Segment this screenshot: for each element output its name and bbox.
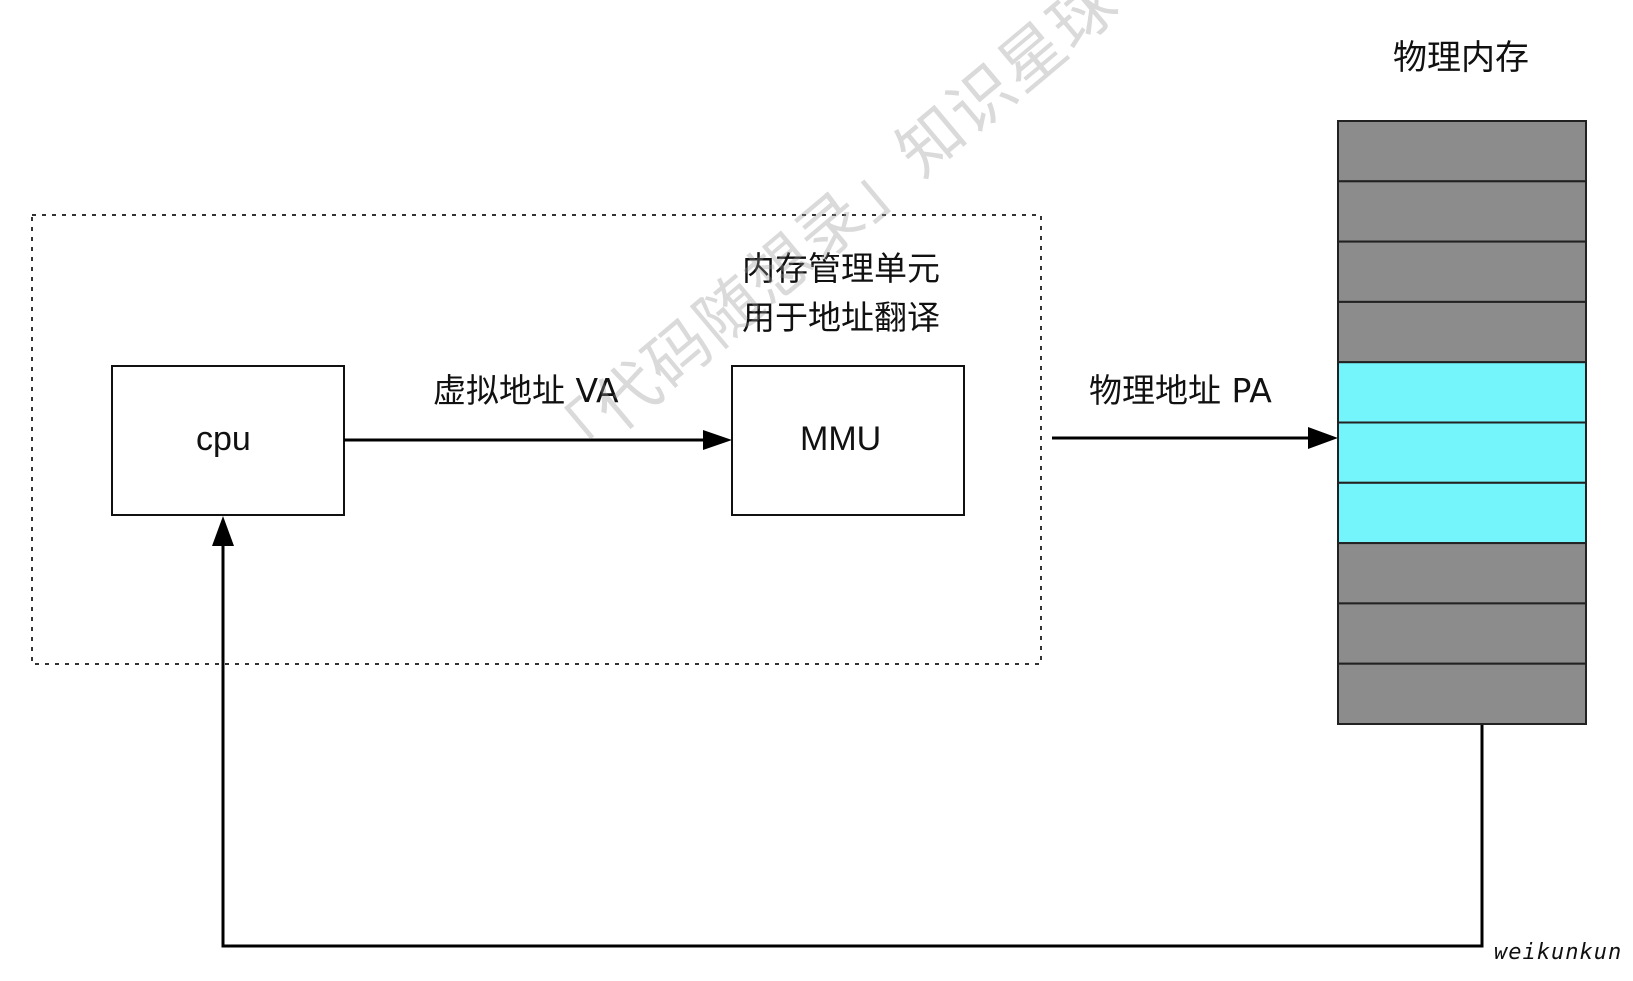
- mmu-label: MMU: [800, 420, 882, 458]
- va-arrow-head: [703, 430, 732, 450]
- memory-cell: [1337, 120, 1587, 183]
- memory-cell: [1337, 361, 1587, 424]
- memory-cell: [1337, 240, 1587, 303]
- mmu-description-line2: 用于地址翻译: [742, 298, 940, 337]
- return-arrow-head: [212, 516, 234, 546]
- mmu-box: [731, 365, 965, 516]
- memory-cell: [1337, 542, 1587, 605]
- pa-arrow-head: [1308, 427, 1338, 449]
- cpu-label: cpu: [196, 420, 251, 458]
- memory-cell: [1337, 180, 1587, 243]
- memory-cell: [1337, 481, 1587, 545]
- mmu-description-line1: 内存管理单元: [742, 249, 940, 288]
- memory-cell: [1337, 602, 1587, 665]
- memory-cell: [1337, 421, 1587, 484]
- dotted-boundary: [31, 214, 1042, 665]
- author-signature: weikunkun: [1494, 940, 1623, 965]
- cpu-box: [111, 365, 345, 516]
- va-label: 虚拟地址 VA: [433, 371, 619, 410]
- return-path: [221, 545, 1484, 948]
- memory-cell: [1337, 662, 1587, 726]
- memory-cell: [1337, 300, 1587, 364]
- memory-stack: [1337, 120, 1587, 726]
- memory-title: 物理内存: [1393, 38, 1529, 78]
- pa-label: 物理地址 PA: [1089, 371, 1272, 410]
